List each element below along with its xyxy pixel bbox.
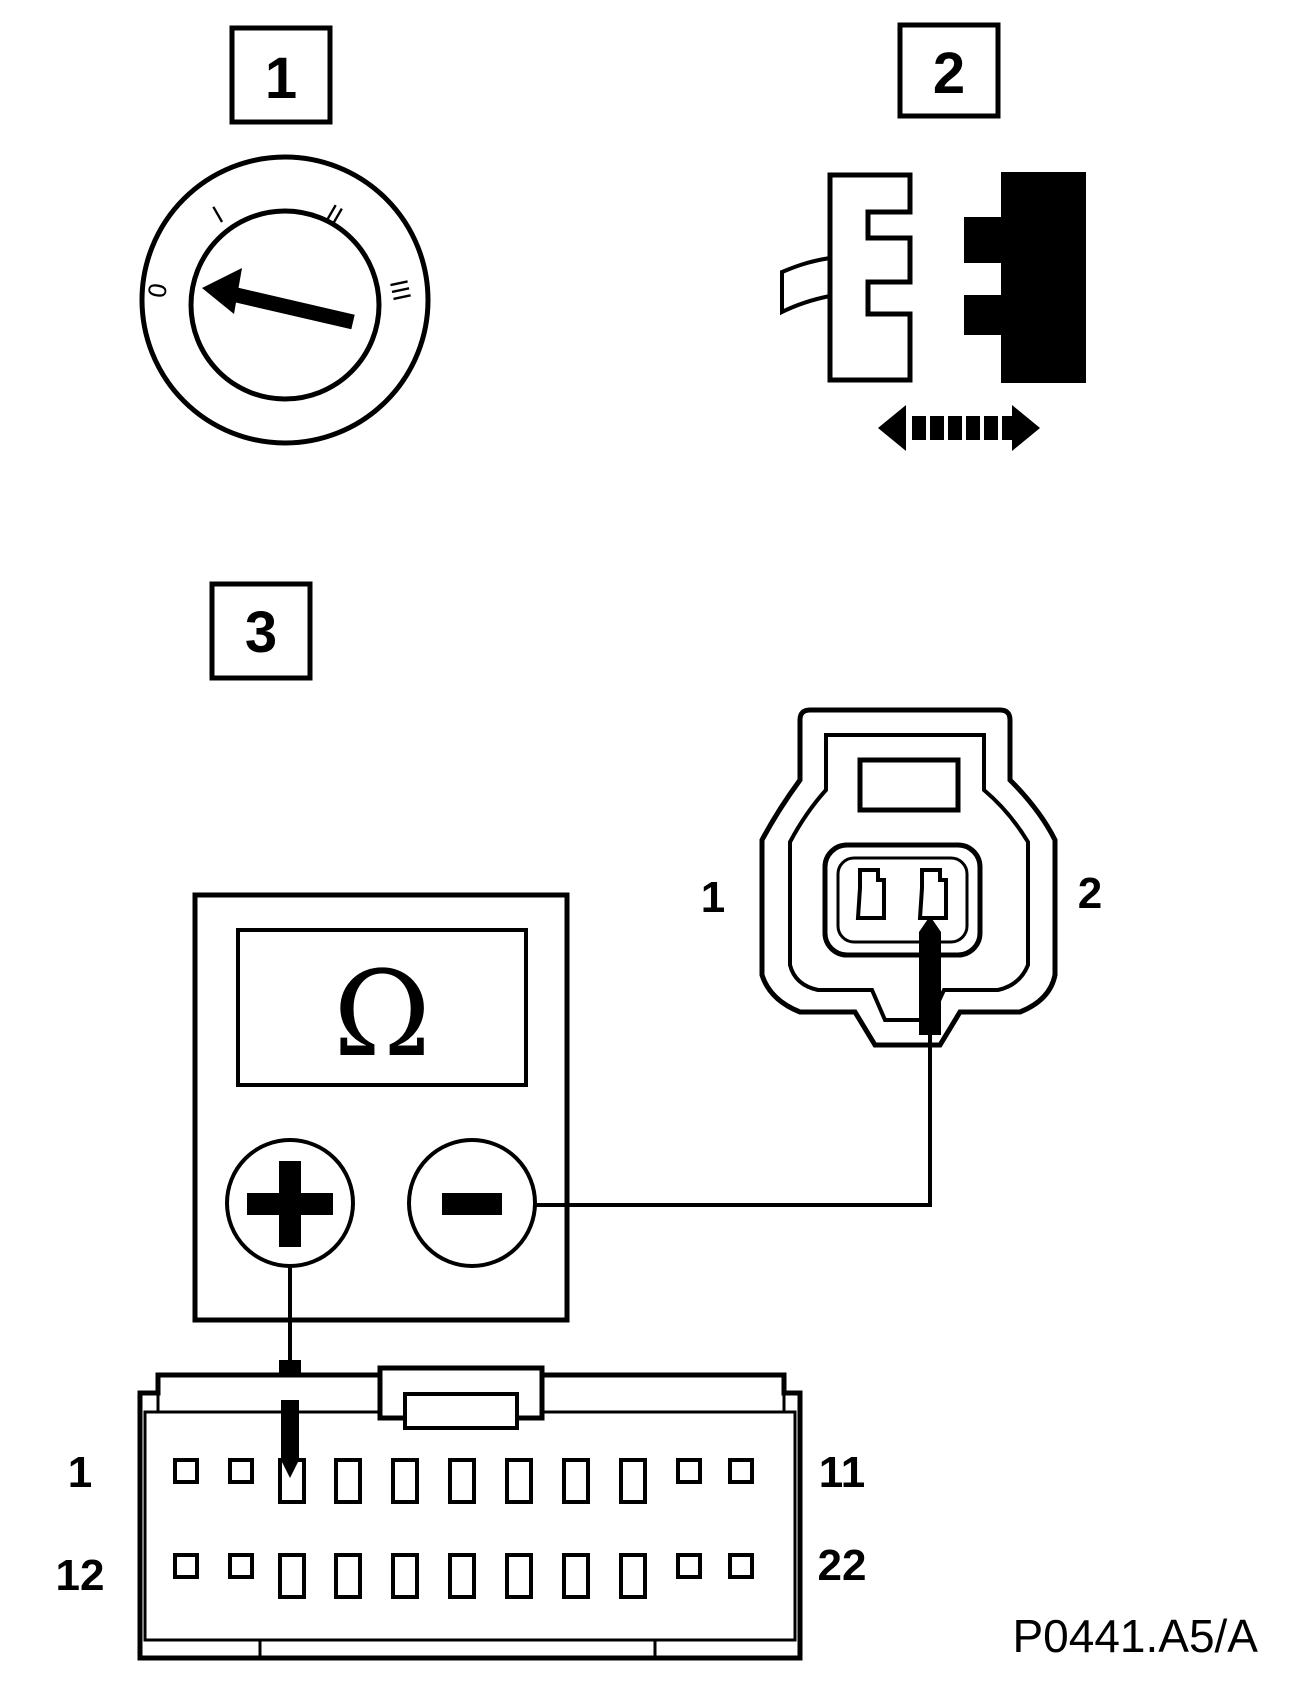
module-connector: 1 11 12 22	[56, 1365, 867, 1661]
module-pin-cavity	[505, 1553, 533, 1599]
module-pin-cavity	[676, 1553, 702, 1579]
module-pin-12-label: 12	[56, 1551, 105, 1600]
sensor-connector: 1 2	[701, 707, 1102, 1048]
connector-wire-icon	[780, 256, 831, 316]
connector-halves-icon	[780, 172, 1086, 451]
step-1-number: 1	[265, 46, 297, 111]
reference-code: P0441.A5/A	[1012, 1610, 1258, 1662]
sensor-pin-1-label: 1	[701, 873, 725, 922]
module-pin-cavity	[391, 1553, 419, 1599]
module-pin-1-label: 1	[68, 1448, 92, 1497]
negative-terminal	[407, 1138, 537, 1268]
sensor-pin-1-terminal	[855, 868, 886, 920]
module-pin-22-label: 22	[818, 1541, 867, 1590]
step-1-box: 1	[229, 25, 333, 125]
step-2-number: 2	[933, 41, 965, 106]
module-pin-cavity	[334, 1553, 362, 1599]
module-pin-cavity	[676, 1458, 702, 1484]
sensor-connector-pin-cavity	[822, 842, 983, 958]
module-pin-cavity	[448, 1458, 476, 1504]
switch-pointer-arrowhead	[202, 268, 242, 314]
module-pin-cavity	[278, 1553, 306, 1599]
module-pin-cavity	[173, 1458, 199, 1484]
module-pin-cavity	[728, 1553, 754, 1579]
negative-probe-tip	[919, 916, 941, 1035]
module-pin-cavity	[448, 1553, 476, 1599]
connector-male-half	[964, 172, 1086, 383]
ignition-switch-icon: 0 I II III	[139, 154, 431, 446]
module-pin-cavity	[173, 1553, 199, 1579]
positive-probe-tip-overlay	[281, 1400, 299, 1478]
module-pin-cavity	[619, 1458, 647, 1504]
step-3-number: 3	[245, 600, 277, 665]
negative-test-lead	[535, 1035, 932, 1207]
step-3-box: 3	[209, 581, 313, 681]
switch-pointer	[226, 285, 355, 330]
ohmmeter-display	[236, 928, 528, 1087]
module-pin-cavity	[228, 1553, 254, 1579]
module-pin-cavity	[619, 1553, 647, 1599]
dial-position-0: 0	[143, 281, 173, 301]
ohm-symbol: Ω	[333, 945, 431, 1083]
sensor-pin-2-terminal	[917, 868, 948, 920]
sensor-connector-latch	[857, 757, 961, 813]
positive-terminal	[225, 1138, 355, 1268]
module-pin-11-label: 11	[819, 1448, 866, 1497]
module-pin-cavity	[228, 1458, 254, 1484]
sensor-pin-2-label: 2	[1078, 869, 1102, 918]
module-pin-cavity	[562, 1458, 590, 1504]
module-connector-top-row	[173, 1458, 754, 1504]
separate-arrow-icon	[878, 405, 1040, 451]
connector-female-half	[827, 172, 913, 383]
step-2-box: 2	[897, 22, 1001, 119]
module-pin-cavity	[505, 1458, 533, 1504]
ohmmeter: Ω	[192, 892, 570, 1323]
module-pin-cavity	[562, 1553, 590, 1599]
module-connector-body	[143, 1393, 797, 1642]
minus-icon	[442, 1193, 502, 1215]
module-pin-cavity	[334, 1458, 362, 1504]
module-pin-cavity	[728, 1458, 754, 1484]
module-pin-cavity	[391, 1458, 419, 1504]
module-connector-bottom-row	[173, 1553, 754, 1599]
